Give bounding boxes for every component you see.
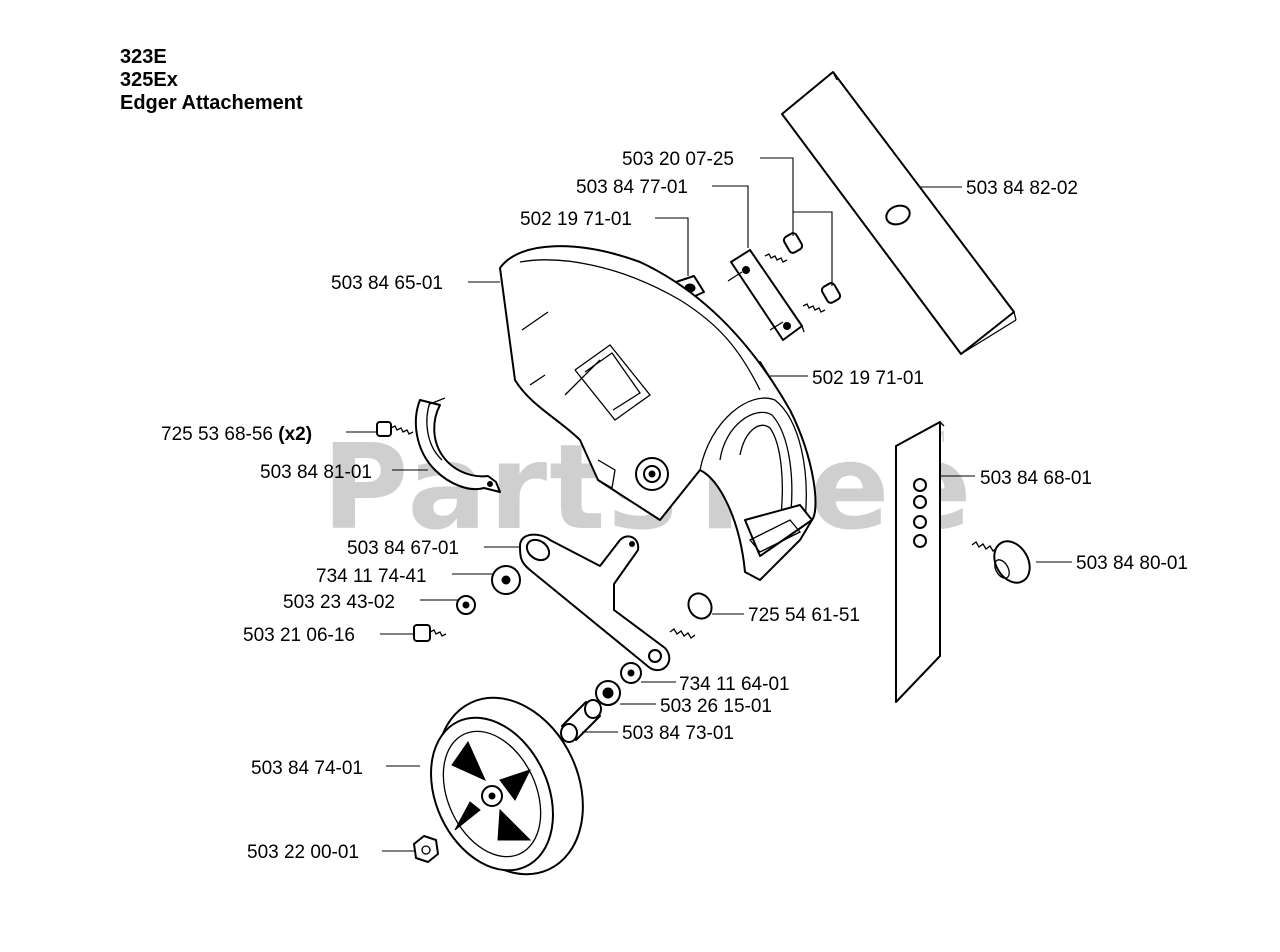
guard-clamp [414,397,501,493]
wheel-nut [413,835,439,863]
callout-502197101-bottom: 502 19 71-01 [812,368,924,389]
callout-503200725: 503 20 07-25 [622,149,734,170]
callout-503848202: 503 84 82-02 [966,178,1078,199]
callout-725546151: 725 54 61-51 [748,605,860,626]
callout-725536856: 725 53 68-56 (x2) [161,424,312,445]
wheel [430,696,584,876]
blade-guard-housing [499,245,817,581]
callout-503846801: 503 84 68-01 [980,468,1092,489]
bearing-503261501 [595,680,621,706]
washer-734116401 [620,662,642,684]
blade-clamp-plate [727,249,805,341]
callout-503846701: 503 84 67-01 [347,538,459,559]
bolt-503210616 [413,624,447,642]
blade-screw-lower [802,282,842,313]
callout-503847701: 503 84 77-01 [576,177,688,198]
washer-734117441 [491,565,521,595]
leader-lines [346,157,1072,852]
callout-503848101: 503 84 81-01 [260,462,372,483]
model-323e: 323E [120,46,167,68]
shield-knob [971,540,1031,584]
side-shield-plate [895,421,945,703]
callout-734116401: 734 11 64-01 [679,674,790,695]
bolt-725546151 [669,592,713,639]
callout-503848001: 503 84 80-01 [1076,553,1188,574]
washer-503234302 [456,595,476,615]
callout-503220001: 503 22 00-01 [247,842,359,863]
callout-503261501: 503 26 15-01 [660,696,772,717]
callout-503234302: 503 23 43-02 [283,592,395,613]
spacer-503847301 [560,699,602,743]
callout-503847301: 503 84 73-01 [622,723,734,744]
callout-503846501: 503 84 65-01 [331,273,443,294]
callout-734117441: 734 11 74-41 [316,566,427,587]
assembly-name: Edger Attachement [120,92,303,114]
callout-503847401: 503 84 74-01 [251,758,363,779]
wheel-arm-bracket [519,533,671,671]
callout-725536856-number: 725 53 68-56 [161,424,278,445]
callout-503210616: 503 21 06-16 [243,625,355,646]
clamp-screw [376,421,414,437]
model-325ex: 325Ex [120,69,178,91]
callout-725536856-qty: (x2) [278,424,312,445]
callout-502197101-top: 502 19 71-01 [520,209,632,230]
diagram-title: 323E 325Ex Edger Attachement [120,46,303,115]
blade-screw-upper [764,232,804,263]
edger-blade [781,71,1017,355]
